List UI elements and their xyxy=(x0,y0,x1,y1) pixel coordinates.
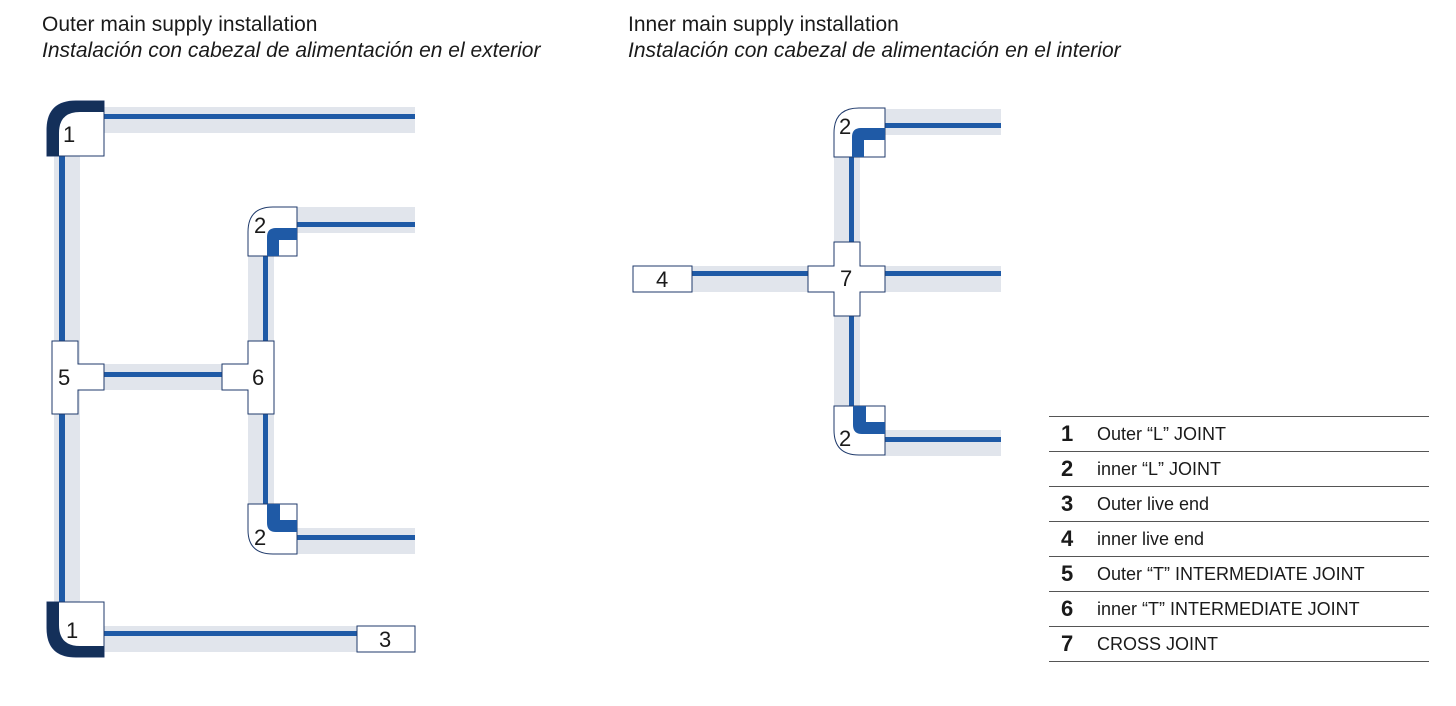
legend-number: 3 xyxy=(1061,491,1074,516)
inner-installation-title: Inner main supply installation xyxy=(628,13,899,36)
outer-installation-diagram: 1 1 2 2 5 6 xyxy=(46,100,416,658)
inner-l-joint-top: 2 xyxy=(833,107,886,158)
legend-number: 4 xyxy=(1061,526,1074,551)
inner-t-joint: 6 xyxy=(221,340,275,415)
inner-l-joint-top-label: 2 xyxy=(839,114,851,139)
legend-number: 7 xyxy=(1061,631,1074,656)
outer-t-joint-label: 5 xyxy=(58,365,70,390)
inner-installation-diagram: 2 2 7 4 xyxy=(632,107,1001,456)
inner-installation-heading: Inner main supply installation Instalaci… xyxy=(628,12,1121,64)
inner-installation-subtitle: Instalación con cabezal de alimentación … xyxy=(628,39,1121,62)
legend-text: Outer live end xyxy=(1097,493,1210,514)
legend-row: 2 inner “L” JOINT xyxy=(1049,452,1429,487)
legend-row: 6 inner “T” INTERMEDIATE JOINT xyxy=(1049,592,1429,627)
outer-installation-subtitle: Instalación con cabezal de alimentación … xyxy=(42,39,541,62)
legend-number: 5 xyxy=(1061,561,1074,586)
inner-t-joint-label: 6 xyxy=(252,365,264,390)
inner-l-joint-top-outer: 2 xyxy=(247,206,298,257)
joint-legend: 1 Outer “L” JOINT 2 inner “L” JOINT 3 Outer l… xyxy=(1049,416,1429,662)
outer-t-joint: 5 xyxy=(51,340,105,415)
outer-live-end-label: 3 xyxy=(379,627,391,652)
cross-joint-label: 7 xyxy=(840,266,852,291)
outer-installation-title: Outer main supply installation xyxy=(42,13,318,36)
legend-number: 6 xyxy=(1061,596,1074,621)
inner-live-end: 4 xyxy=(632,265,693,293)
outer-installation-heading: Outer main supply installation Instalaci… xyxy=(42,12,540,64)
legend-row: 7 CROSS JOINT xyxy=(1049,627,1429,662)
legend-number: 1 xyxy=(1061,421,1074,446)
outer-l-joint-top: 1 xyxy=(46,100,105,157)
inner-l-joint-bottom-label: 2 xyxy=(839,426,851,451)
inner-l-joint-bottom: 2 xyxy=(833,405,886,456)
legend-text: inner live end xyxy=(1097,528,1205,549)
outer-l-joint-bottom-label: 1 xyxy=(66,618,78,643)
outer-l-joint-bottom: 1 xyxy=(46,601,105,658)
legend-text: Outer “L” JOINT xyxy=(1097,423,1227,444)
inner-live-end-label: 4 xyxy=(656,267,668,292)
legend-row: 1 Outer “L” JOINT xyxy=(1049,417,1429,452)
inner-l-joint-bottom-outer: 2 xyxy=(247,503,298,555)
legend-text: inner “T” INTERMEDIATE JOINT xyxy=(1097,598,1360,619)
legend-row: 5 Outer “T” INTERMEDIATE JOINT xyxy=(1049,557,1429,592)
cross-joint: 7 xyxy=(807,241,886,317)
legend-number: 2 xyxy=(1061,456,1074,481)
legend-text: CROSS JOINT xyxy=(1097,633,1219,654)
inner-l-joint-top-outer-label: 2 xyxy=(254,213,266,238)
outer-l-joint-top-label: 1 xyxy=(63,122,75,147)
legend-row: 3 Outer live end xyxy=(1049,487,1429,522)
legend-text: Outer “T” INTERMEDIATE JOINT xyxy=(1097,563,1365,584)
inner-l-joint-bottom-outer-label: 2 xyxy=(254,525,266,550)
legend-text: inner “L” JOINT xyxy=(1097,458,1222,479)
outer-live-end: 3 xyxy=(356,625,416,653)
legend-row: 4 inner live end xyxy=(1049,522,1429,557)
